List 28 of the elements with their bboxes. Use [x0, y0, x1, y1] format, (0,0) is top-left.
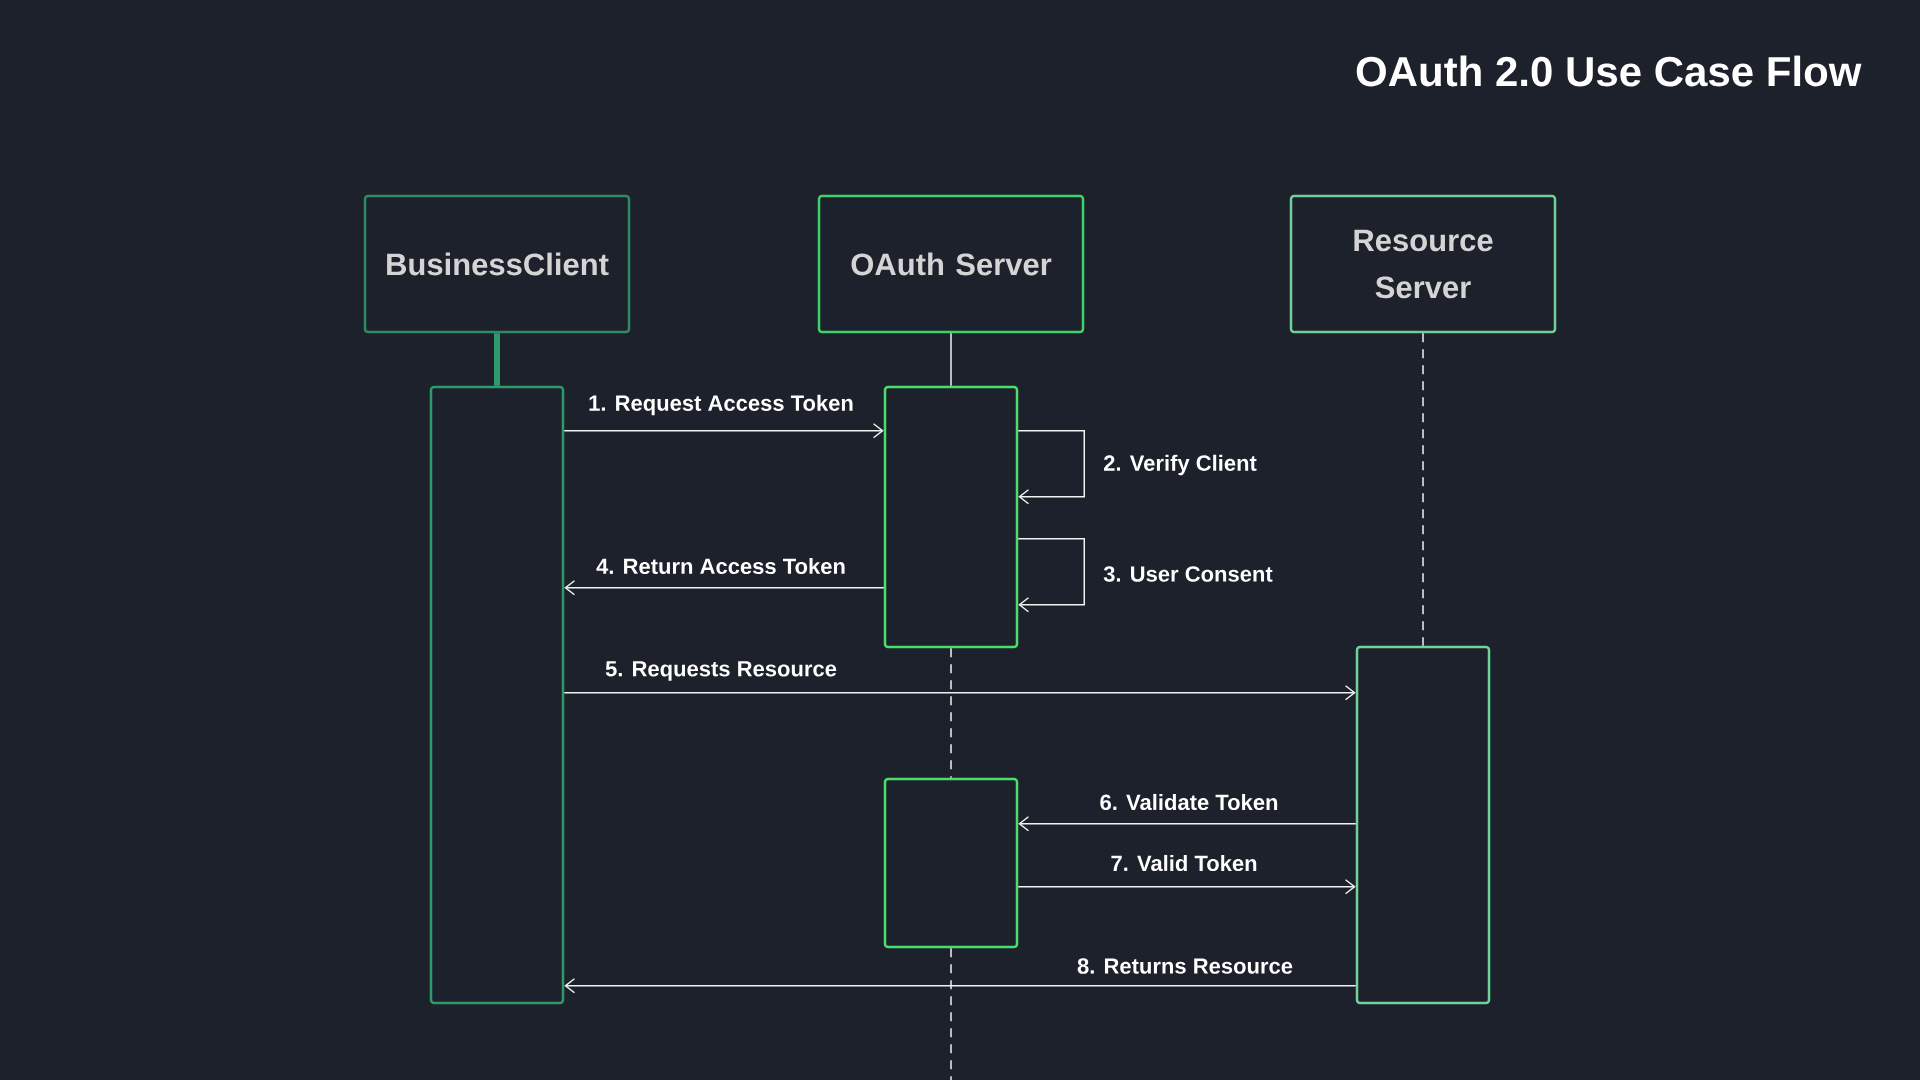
message-arrow	[563, 685, 1356, 701]
edge-label: 5. Requests Resource	[603, 659, 839, 683]
activation-bar	[883, 777, 1019, 949]
edge-label: 8. Returns Resource	[1075, 956, 1295, 976]
activation-bar	[429, 385, 565, 1005]
participant-box: OAuth Server	[817, 194, 1085, 334]
participant-box: Resource Server	[1289, 194, 1557, 334]
self-message-arrow	[1017, 430, 1085, 505]
lifeline	[950, 647, 952, 779]
activation-bar	[883, 385, 1019, 649]
message-arrow	[564, 580, 885, 596]
edge-label: 4. Return Access Token	[594, 555, 848, 577]
self-message-arrow	[1017, 538, 1085, 613]
edge-label: 7. Valid Token	[1108, 852, 1260, 874]
lifeline	[950, 332, 952, 387]
activation-bar	[1355, 645, 1491, 1005]
edge-label: 3. User Consent	[1101, 564, 1275, 584]
lifeline	[494, 333, 500, 386]
message-arrow	[1017, 879, 1356, 895]
message-arrow	[1018, 816, 1357, 832]
edge-label: 1. Request Access Token	[586, 392, 856, 418]
participant-box: BusinessClient	[363, 194, 631, 334]
message-arrow	[564, 978, 1357, 994]
title: OAuth 2.0 Use Case Flow	[1356, 55, 1862, 87]
lifeline	[950, 947, 952, 1080]
edge-label: 2. Verify Client	[1101, 452, 1259, 478]
message-arrow	[563, 423, 884, 439]
lifeline	[1422, 332, 1424, 647]
